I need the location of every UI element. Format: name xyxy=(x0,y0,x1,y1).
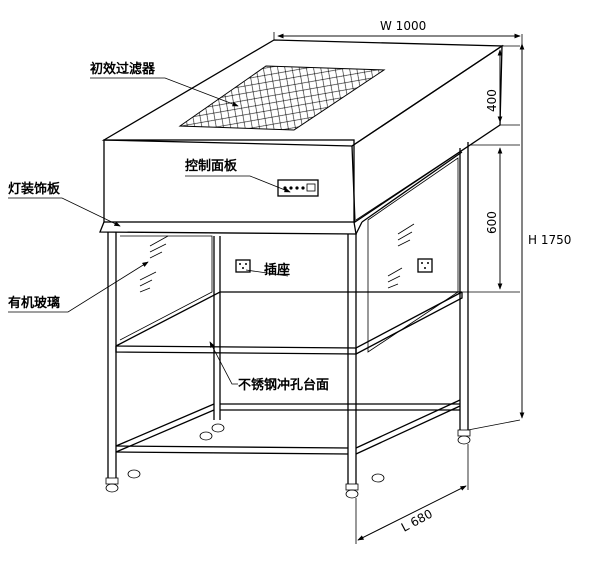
label-trim-panel: 灯装饰板 xyxy=(8,181,61,197)
dim-width: W 1000 xyxy=(380,19,426,33)
worktop-plate xyxy=(115,291,463,349)
dim-mid-height: 600 xyxy=(485,211,499,234)
control-panel-box xyxy=(277,179,319,197)
label-control-panel: 控制面板 xyxy=(185,158,238,174)
socket-boxes xyxy=(235,258,433,273)
glass-hatching xyxy=(139,223,415,293)
trim-panel xyxy=(99,221,363,235)
label-acrylic-glass: 有机玻璃 xyxy=(8,295,60,311)
hood-front-face xyxy=(103,139,355,223)
filter-mesh xyxy=(178,65,386,131)
label-socket: 插座 xyxy=(264,262,290,278)
casters xyxy=(105,423,471,499)
dim-total-height: H 1750 xyxy=(528,233,571,247)
frame xyxy=(105,142,471,499)
label-worktop: 不锈钢冲孔台面 xyxy=(238,377,329,393)
dim-top-height: 400 xyxy=(485,89,499,112)
label-filter: 初效过滤器 xyxy=(90,61,156,77)
dimension-lines xyxy=(273,32,525,544)
leader-lines xyxy=(8,77,291,385)
